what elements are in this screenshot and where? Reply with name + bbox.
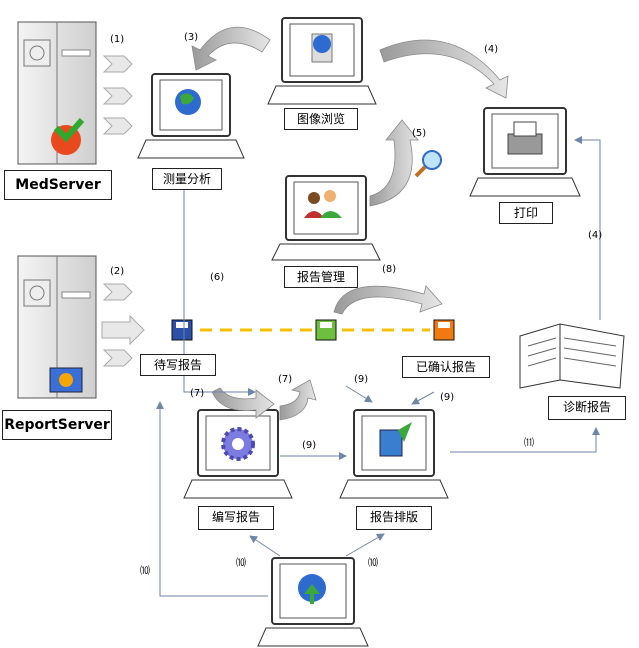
arc-arrow-5 (369, 119, 419, 207)
step-9-right: (9) (440, 392, 455, 403)
step-5: (5) (412, 128, 427, 139)
medserver-label: MedServer (4, 170, 112, 200)
measure-label: 测量分析 (152, 168, 222, 190)
reportserver-label: ReportServer (2, 410, 112, 440)
line-4-up (574, 136, 601, 320)
chevron-arrows-report (101, 283, 145, 367)
step-7-left: (7) (190, 388, 205, 399)
layout-label: 报告排版 (356, 506, 432, 530)
line-9-top (345, 385, 373, 403)
diagnosis-book-icon (519, 323, 625, 389)
browse-monitor-icon (267, 17, 377, 105)
print-monitor-icon (469, 107, 581, 197)
magnifier-icon (414, 150, 442, 178)
reportserver-icon (17, 255, 97, 399)
step-11: ⑾ (524, 438, 534, 449)
diagnose-label: 诊断报告 (548, 396, 626, 420)
confirmed-label: 已确认报告 (402, 356, 490, 378)
browse-label: 图像浏览 (284, 108, 358, 130)
line-10-b (345, 533, 385, 557)
chevron-arrows-med (102, 55, 133, 135)
line-9-right (411, 391, 435, 405)
arc-arrow-3 (191, 26, 271, 71)
middle-disk-icon (315, 319, 337, 341)
step-2: (2) (110, 266, 125, 277)
confirmed-disk-icon (433, 319, 455, 341)
pending-label: 待写报告 (140, 354, 216, 376)
arc-arrow-8 (333, 285, 443, 315)
arc-arrow-7-left (211, 387, 275, 419)
arc-arrow-4 (379, 39, 509, 99)
step-9-mid: (9) (302, 440, 317, 451)
step-3: (3) (184, 32, 199, 43)
step-10-mid-left: ⑽ (236, 558, 246, 569)
step-10-left: ⑽ (140, 566, 150, 577)
step-4-right: (4) (588, 230, 603, 241)
layout-monitor-icon (339, 409, 449, 499)
line-10-left (156, 401, 268, 597)
line-11 (450, 427, 600, 453)
step-8: (8) (382, 264, 397, 275)
manage-monitor-icon (271, 175, 381, 261)
step-10-mid-right: ⑽ (368, 558, 378, 569)
upload-monitor-icon (257, 557, 369, 647)
print-label: 打印 (499, 202, 553, 224)
step-4-top: (4) (484, 44, 499, 55)
line-6 (183, 190, 256, 396)
pending-disk-icon (171, 319, 193, 341)
write-label: 编写报告 (198, 506, 274, 530)
line-10-a (249, 535, 281, 557)
step-9-top: (9) (354, 374, 369, 385)
write-monitor-icon (183, 409, 293, 499)
measure-monitor-icon (137, 73, 245, 159)
arc-arrow-7-right (279, 379, 317, 421)
medserver-icon (17, 21, 97, 165)
step-7-right: (7) (278, 374, 293, 385)
step-6: (6) (210, 272, 225, 283)
manage-label: 报告管理 (284, 266, 358, 288)
step-1: (1) (110, 34, 125, 45)
